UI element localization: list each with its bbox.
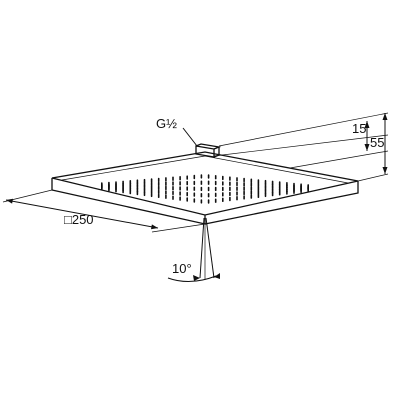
ext-line-plate-bottom [357, 173, 389, 182]
ext-line-plate-mid [289, 150, 389, 169]
plate-top-face [51, 151, 359, 216]
angle-arc [167, 275, 217, 282]
connector-side [213, 147, 220, 158]
dim-line-250 [5, 199, 159, 229]
angle-arrow-right [214, 273, 220, 279]
arrow-55-top [382, 113, 388, 120]
arrow-15-bottom [364, 144, 370, 151]
dim-55-label: 55 [370, 135, 384, 150]
dim-15-label: 15 [352, 121, 366, 136]
arrow-250-right [151, 224, 158, 230]
angle-arrow-left [193, 275, 200, 281]
plate-edge-left [51, 178, 206, 225]
pipe-connector [182, 127, 222, 158]
arrow-55-bottom [382, 167, 388, 174]
arrow-15-top [364, 121, 370, 128]
thread-label: G½ [156, 116, 177, 131]
ext-line-plate-top [213, 134, 389, 157]
spray-angle: 10° [167, 217, 220, 282]
nozzle-field [101, 174, 310, 204]
spray-line-right [205, 217, 215, 279]
ext-line-front-corner [151, 223, 206, 233]
plate-edge-right [204, 181, 359, 225]
ext-line-connector-top [218, 112, 389, 147]
dim-250-label: □250 [64, 212, 94, 227]
connector-top [195, 143, 222, 150]
height-dimensions: 15 55 [213, 112, 389, 182]
spray-line-left [199, 217, 205, 279]
shower-plate [51, 151, 359, 225]
thread-leader [182, 127, 198, 147]
angle-label: 10° [172, 261, 192, 276]
arrow-250-left [6, 198, 13, 204]
width-dimension: □250 [2, 189, 206, 233]
